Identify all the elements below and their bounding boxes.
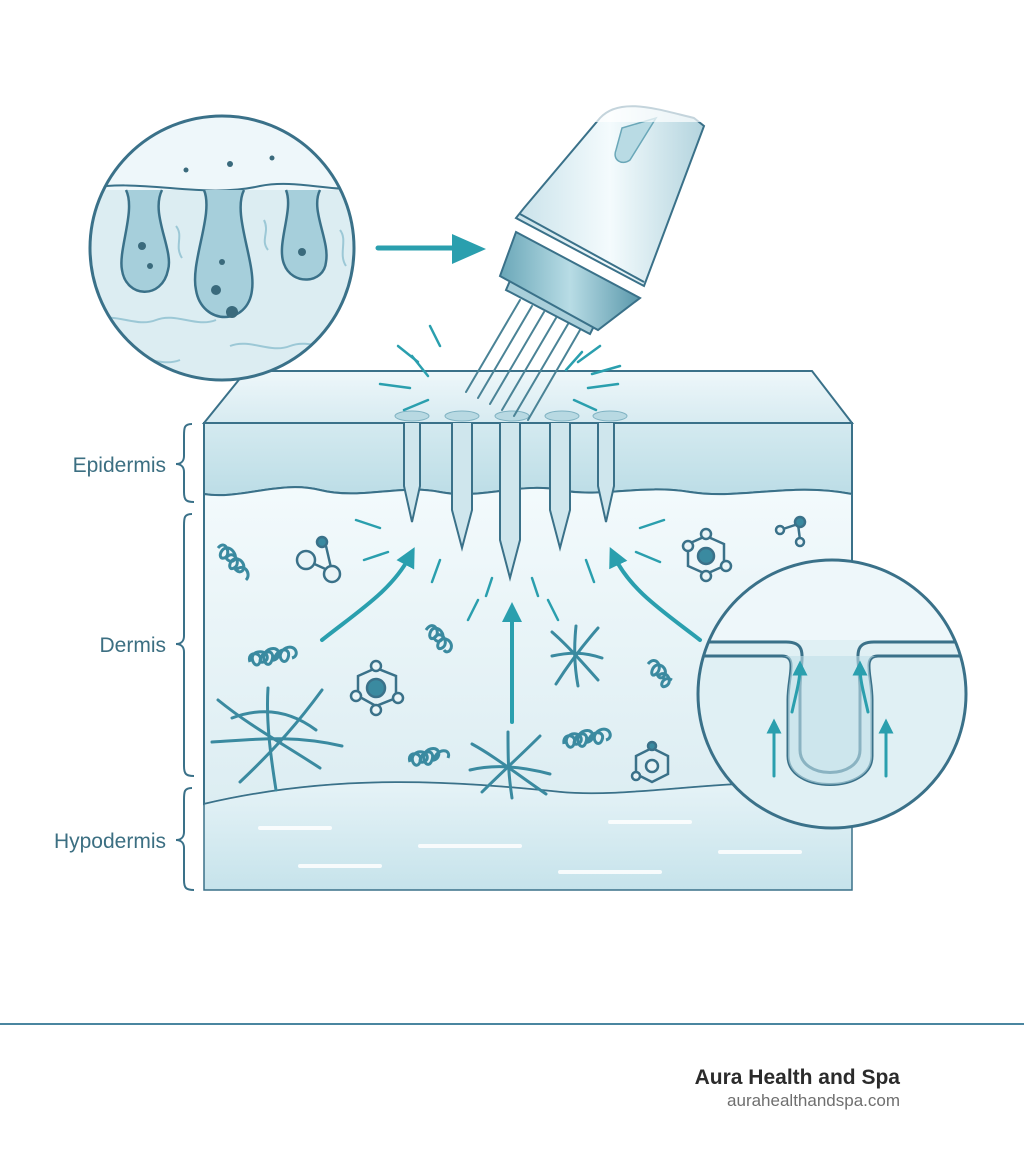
epidermis-bracket <box>175 423 195 503</box>
collagen-fiber-icon <box>247 645 298 667</box>
brand-name: Aura Health and Spa <box>694 1066 900 1089</box>
collagen-fiber-icon <box>407 747 451 767</box>
microneedling-pen-icon <box>465 96 740 421</box>
needle-channels <box>403 423 615 582</box>
collagen-fiber-icon <box>646 659 673 689</box>
molecule-icon <box>774 515 807 548</box>
footer-divider <box>0 1023 1024 1025</box>
hypodermis-texture <box>258 820 802 874</box>
collagen-fibers <box>216 543 673 767</box>
molecule-icon <box>681 527 733 583</box>
puncture-marks <box>394 410 628 422</box>
elastin-network-icon <box>210 686 344 792</box>
collagen-fiber-icon <box>216 543 250 582</box>
layer-labels: Epidermis Dermis Hypodermis <box>54 454 166 853</box>
stimulation-rays <box>354 518 666 622</box>
healing-response-arrows <box>320 546 702 724</box>
healed-pore-closeup-icon <box>696 558 968 830</box>
elastin-network-icon <box>468 730 552 800</box>
collagen-fiber-icon <box>424 624 453 654</box>
molecule-icon <box>630 740 670 784</box>
molecule-icon <box>349 659 405 717</box>
epidermis-layer <box>203 422 853 497</box>
hypodermis-label: Hypodermis <box>54 830 166 853</box>
elastin-network-icon <box>550 624 604 688</box>
dermis-bracket <box>175 513 195 777</box>
epidermis-label: Epidermis <box>73 454 166 477</box>
layer-brackets <box>175 423 195 891</box>
molecule-icon <box>295 535 342 584</box>
impact-rays <box>378 324 622 412</box>
pore-closeup-icon <box>88 114 356 382</box>
process-arrow <box>375 234 486 264</box>
elastin-networks <box>210 624 604 800</box>
brand-url: aurahealthandspa.com <box>727 1091 900 1110</box>
skin-cross-section <box>201 370 855 891</box>
hypodermis-bracket <box>175 787 195 891</box>
dermis-label: Dermis <box>100 634 167 657</box>
molecules <box>295 515 807 784</box>
collagen-fiber-icon <box>562 727 612 749</box>
